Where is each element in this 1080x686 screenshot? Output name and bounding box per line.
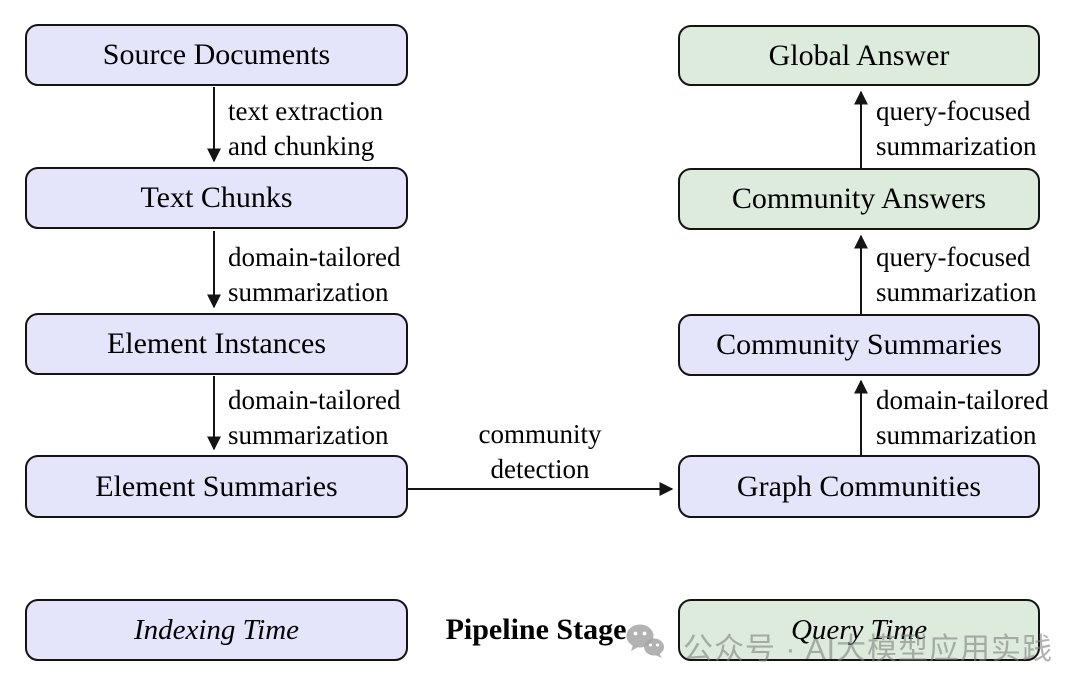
node-community-summaries: Community Summaries [678,314,1040,376]
edge-label-line: summarization [876,131,1037,161]
edge-label-query-summarization-1: query-focused summarization [876,94,1036,164]
edge-label-line: domain-tailored [228,242,401,272]
node-graph-communities: Graph Communities [678,455,1040,518]
edge-label-domain-summarization-2: domain-tailored summarization [228,383,400,453]
edge-label-line: and chunking [228,131,375,161]
legend-pipeline-stage: Pipeline Stage [445,613,627,646]
edge-label-community-detection: community detection [420,417,660,487]
edge-label-line: text extraction [228,96,384,126]
legend-indexing-time: Indexing Time [25,599,408,661]
edge-label-line: query-focused [876,242,1031,272]
node-source-documents: Source Documents [25,24,408,86]
edge-label-line: community [478,419,602,449]
node-text-chunks: Text Chunks [25,167,408,229]
edge-label-text-extraction: text extraction and chunking [228,94,383,164]
edge-label-line: detection [490,454,590,484]
wechat-icon [626,624,664,658]
edge-label-line: domain-tailored [228,385,401,415]
edge-label-line: domain-tailored [876,385,1049,415]
edge-label-query-summarization-2: query-focused summarization [876,240,1036,310]
node-element-instances: Element Instances [25,313,408,375]
node-element-summaries: Element Summaries [25,455,408,518]
node-global-answer: Global Answer [678,25,1040,86]
edge-label-domain-summarization-1: domain-tailored summarization [228,240,400,310]
edge-label-line: summarization [228,277,389,307]
edge-label-line: query-focused [876,96,1031,126]
edge-label-domain-summarization-3: domain-tailored summarization [876,383,1048,453]
edge-label-line: summarization [228,420,389,450]
node-community-answers: Community Answers [678,168,1040,230]
legend-query-time: Query Time [678,599,1040,661]
edge-label-line: summarization [876,277,1037,307]
edge-label-line: summarization [876,420,1037,450]
